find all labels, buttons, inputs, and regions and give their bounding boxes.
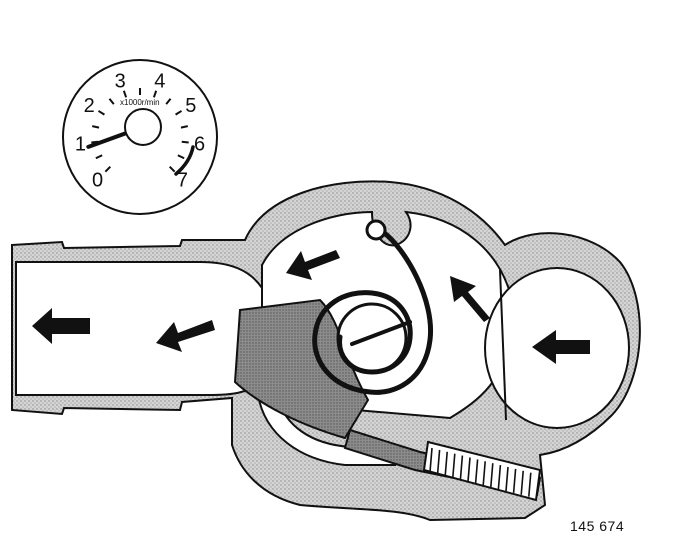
coil-winding <box>444 451 448 476</box>
gauge-tick <box>168 165 176 173</box>
flow-arrow-outlet-left <box>32 308 90 344</box>
coil-winding <box>429 447 433 473</box>
coil-winding <box>497 465 502 490</box>
gauge-redline-arc <box>174 145 195 176</box>
actuator-coil <box>422 440 542 502</box>
valve-flap <box>233 298 370 440</box>
coil-winding <box>436 449 441 474</box>
coil-winding <box>482 461 486 486</box>
gauge-label-7: 7 <box>177 169 188 191</box>
gauge-tick <box>95 154 103 160</box>
coil-winding <box>467 457 471 482</box>
gauge-tick <box>122 90 128 98</box>
coil-winding <box>490 463 494 488</box>
gauge-unit-label: x1000r/min <box>120 98 160 107</box>
gauge-label-1: 1 <box>75 134 86 156</box>
gauge-tick <box>177 154 185 160</box>
gauge-tick <box>104 165 112 173</box>
gauge-label-5: 5 <box>185 95 196 117</box>
flow-arrow-channel <box>156 320 215 352</box>
actuator-assembly <box>343 428 542 502</box>
gauge-label-2: 2 <box>84 95 95 117</box>
gauge-label-0: 0 <box>92 169 103 191</box>
gauge-tick <box>180 125 188 129</box>
gauge-label-3: 3 <box>115 70 126 92</box>
gauge-tick <box>108 98 115 105</box>
flow-arrows <box>32 250 590 364</box>
figure-reference: 145 674 <box>570 518 625 534</box>
flow-arrow-upper-chamber <box>286 250 340 280</box>
gauge-label-4: 4 <box>154 70 165 92</box>
gauge-labels: 01 23 45 67 <box>75 70 205 191</box>
flow-arrow-inlet-right <box>532 330 590 364</box>
chamber-divider <box>499 269 507 421</box>
coil-winding <box>520 470 524 495</box>
gauge-tick <box>92 125 100 129</box>
gauge-tick <box>175 110 183 116</box>
gauge-label-6: 6 <box>194 134 205 156</box>
gauge-tick <box>181 140 189 144</box>
coil-winding <box>474 459 479 484</box>
coil-winding <box>452 453 456 478</box>
coil-windings <box>429 447 532 497</box>
gauge-hub <box>124 108 162 146</box>
valve-pointer <box>350 320 412 346</box>
coil-winding <box>512 468 517 493</box>
tachometer-gauge: 01 23 45 67 x1000r/min <box>62 59 218 215</box>
gauge-tick <box>97 110 105 116</box>
rotary-valve <box>233 219 434 440</box>
gauge-tick <box>152 90 158 98</box>
coil-winding <box>528 472 532 497</box>
coil-winding <box>459 455 464 480</box>
return-spring <box>312 229 434 395</box>
spring-anchor <box>365 219 387 241</box>
coil-winding <box>505 466 509 492</box>
gauge-tick <box>165 98 172 105</box>
flow-arrow-center <box>450 276 490 322</box>
